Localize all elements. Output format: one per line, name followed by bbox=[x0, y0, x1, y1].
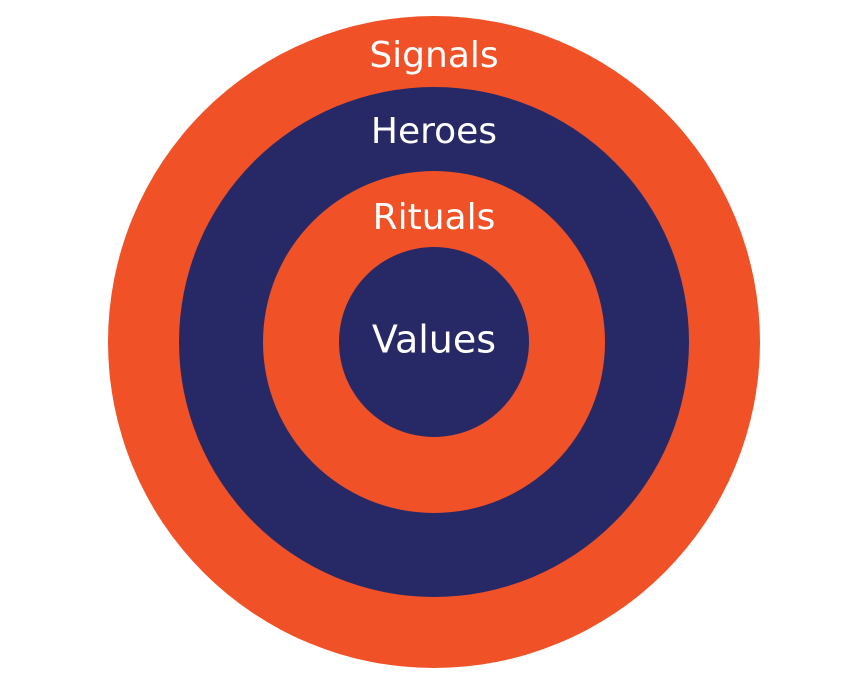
values-label: Values bbox=[372, 318, 496, 362]
values-core bbox=[339, 247, 529, 437]
heroes-label: Heroes bbox=[371, 111, 497, 152]
rituals-label: Rituals bbox=[373, 197, 496, 238]
signals-label: Signals bbox=[369, 35, 498, 76]
